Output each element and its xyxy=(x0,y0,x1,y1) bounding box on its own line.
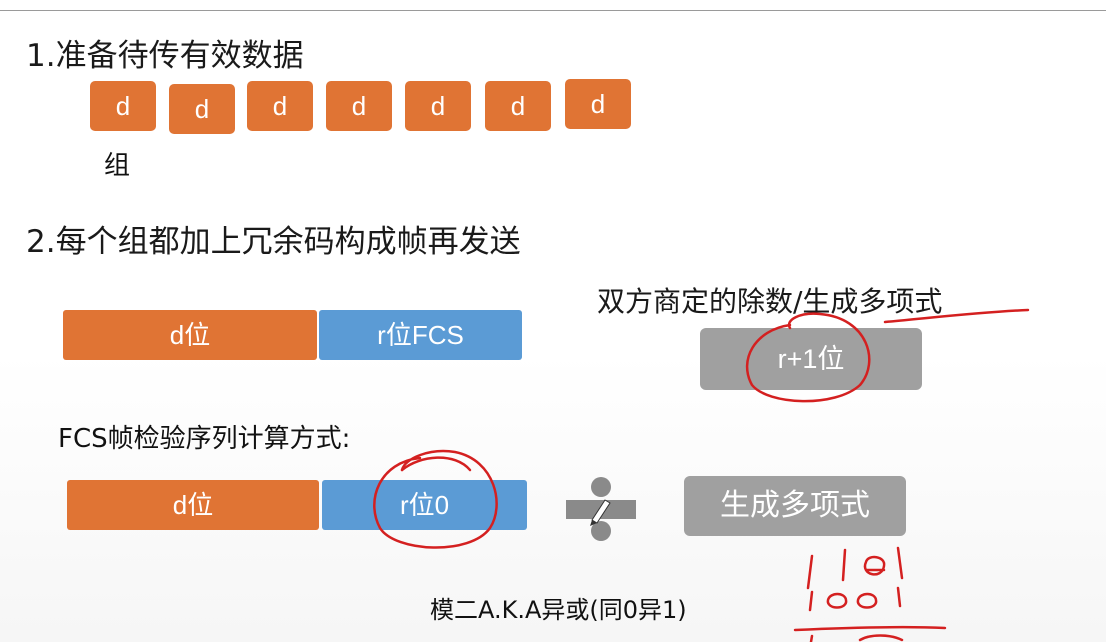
top-divider xyxy=(0,10,1106,11)
sum-line-stroke xyxy=(793,625,947,632)
circle-r0-tail-stroke xyxy=(400,456,472,472)
digit-stroke-1 xyxy=(806,554,814,590)
step2-heading: 2.每个组都加上冗余码构成帧再发送 xyxy=(26,224,521,260)
generator-bits-box: r+1位 xyxy=(700,328,922,390)
digit-stroke-9 xyxy=(809,634,814,642)
generator-note: 双方商定的除数/生成多项式 xyxy=(597,285,943,318)
calc-data-segment: d位 xyxy=(67,480,319,530)
data-cell-7: d xyxy=(565,79,631,129)
data-cell-4: d xyxy=(326,81,392,131)
data-cell-5: d xyxy=(405,81,471,131)
fcs-calc-title: FCS帧检验序列计算方式: xyxy=(58,424,351,454)
mod2-note: 模二A.K.A异或(同0异1) xyxy=(430,596,687,624)
digit-stroke-2 xyxy=(841,548,847,582)
frame-data-segment: d位 xyxy=(63,310,317,360)
step1-heading: 1.准备待传有效数据 xyxy=(26,38,304,74)
generator-polynomial-box: 生成多项式 xyxy=(684,476,906,536)
data-cell-6: d xyxy=(485,81,551,131)
digit-stroke-8 xyxy=(896,586,902,608)
digit-stroke-4 xyxy=(896,546,904,580)
digit-stroke-10 xyxy=(858,634,904,642)
frame-fcs-segment: r位FCS xyxy=(319,310,522,360)
data-cell-3: d xyxy=(247,81,313,131)
digit-stroke-6 xyxy=(826,592,848,609)
data-cell-1: d xyxy=(90,81,156,131)
data-cell-2: d xyxy=(169,84,235,134)
group-label: 组 xyxy=(104,151,131,181)
digit-stroke-7 xyxy=(856,592,878,609)
calc-zeros-segment: r位0 xyxy=(322,480,527,530)
digit-stroke-3 xyxy=(863,555,886,576)
digit-stroke-5 xyxy=(808,590,814,612)
